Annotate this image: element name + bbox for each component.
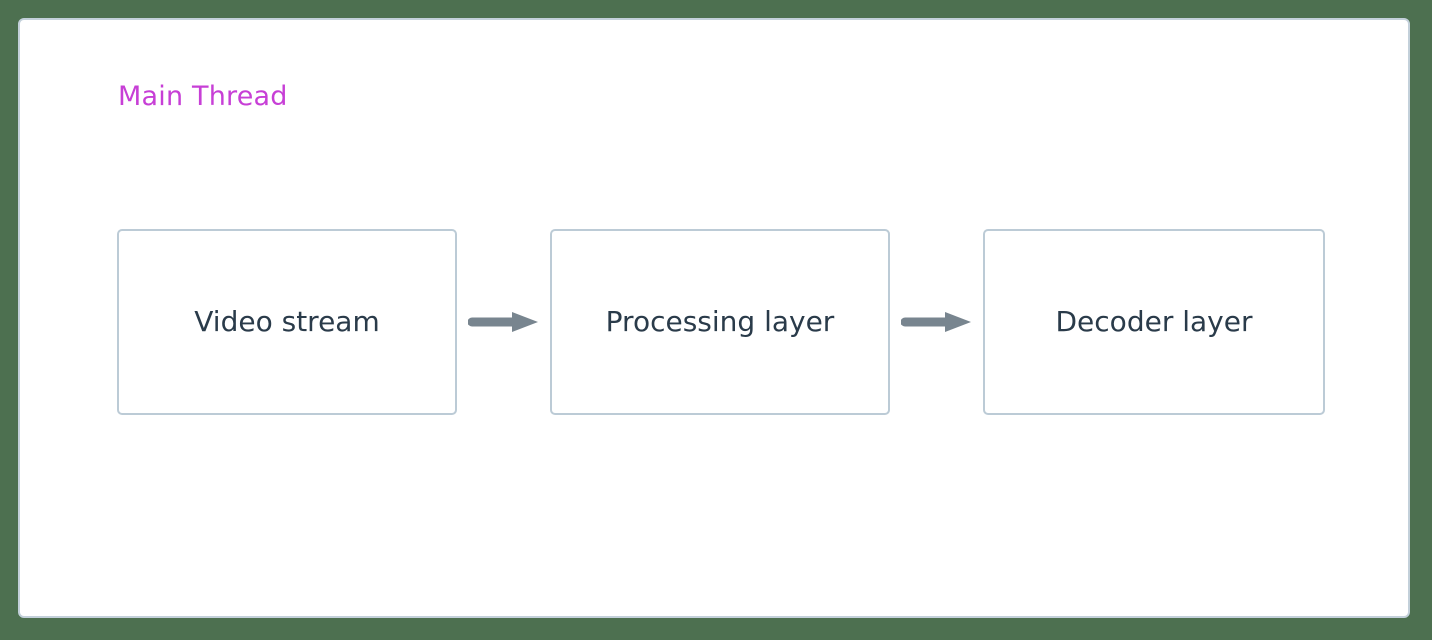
arrow-right-icon [900, 312, 971, 332]
node-label: Processing layer [605, 305, 835, 338]
node-processing-layer[interactable]: Processing layer [550, 229, 890, 415]
node-label: Decoder layer [1055, 305, 1253, 338]
node-decoder-layer[interactable]: Decoder layer [983, 229, 1325, 415]
node-video-stream[interactable]: Video stream [117, 229, 457, 415]
node-label: Video stream [194, 305, 380, 338]
edge-video-stream-to-processing-layer [457, 229, 550, 415]
cluster-title: Main Thread [118, 81, 288, 112]
edge-processing-layer-to-decoder-layer [890, 229, 983, 415]
main-thread-cluster: Main Thread Video stream Processing laye… [18, 18, 1410, 618]
arrow-right-icon [467, 312, 538, 332]
flow-node-row: Video stream Processing layer Decoder la… [20, 229, 1408, 415]
